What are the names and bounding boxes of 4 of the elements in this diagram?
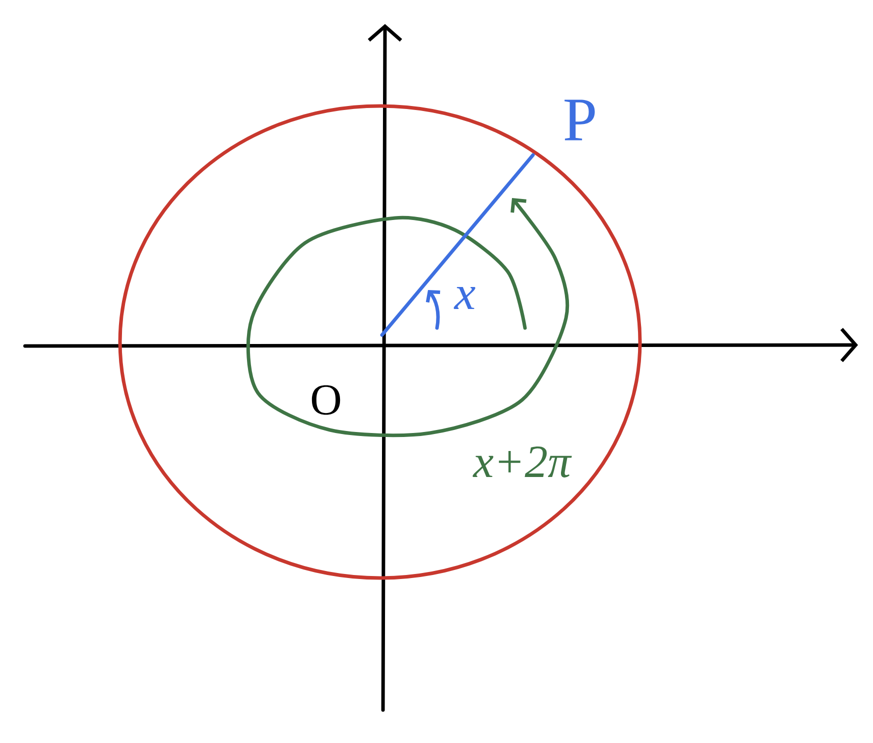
axis-label: O <box>312 385 340 415</box>
axis-label: x+2π <box>472 446 572 478</box>
axis-label: x <box>454 286 476 309</box>
axis-label: P <box>564 100 595 140</box>
